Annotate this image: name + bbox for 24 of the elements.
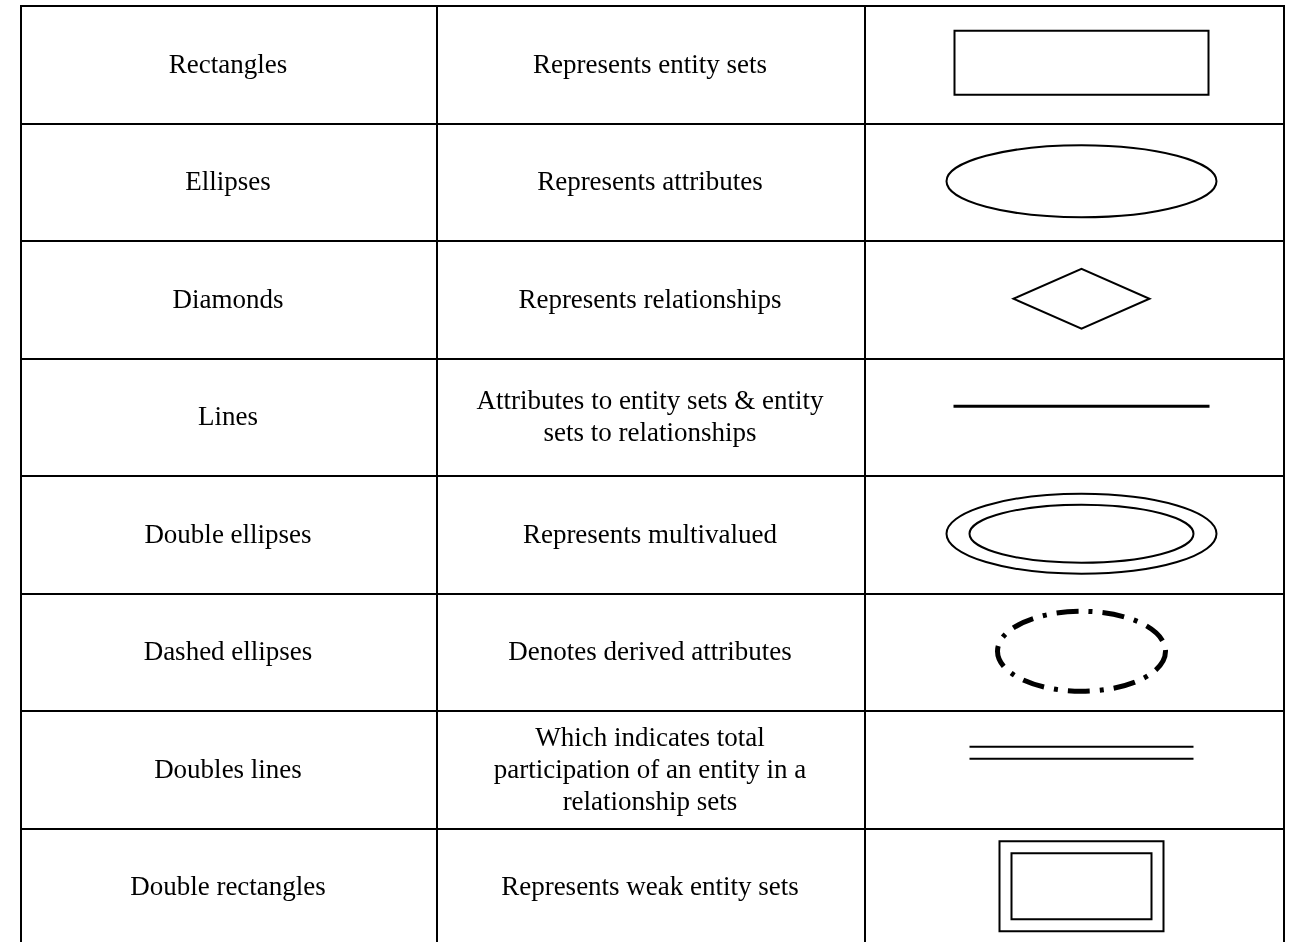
dashed-ellipse-symbol	[995, 608, 1168, 694]
term-text: Double ellipses	[144, 517, 312, 550]
description-text: Represents relationships	[518, 282, 782, 315]
description-text: Represents multivalued	[522, 517, 778, 550]
diamond-symbol	[1011, 267, 1152, 330]
description-text: Denotes derived attributes	[508, 635, 792, 668]
double-rectangle-symbol	[998, 840, 1165, 933]
double-ellipse-symbol	[945, 492, 1218, 575]
term-text: Ellipses	[185, 165, 271, 198]
term-text: Double rectangles	[130, 870, 326, 903]
description-text: Attributes to entity sets & entity sets to relationships	[475, 384, 825, 449]
description-text: Which indicates total participation of an entity in a relationship sets	[492, 720, 808, 817]
term-text: Dashed ellipses	[143, 635, 313, 668]
term-text: Diamonds	[172, 282, 284, 315]
rectangle-symbol	[953, 29, 1210, 96]
description-text: Represents entity sets	[533, 47, 767, 80]
term-text: Lines	[198, 400, 258, 433]
term-text: Rectangles	[168, 47, 288, 80]
ellipse-symbol	[945, 144, 1218, 219]
description-text: Represents attributes	[537, 165, 763, 198]
description-text: Represents weak entity sets	[501, 870, 799, 903]
double-line-symbol	[968, 745, 1195, 760]
line-symbol	[953, 404, 1210, 408]
term-text: Doubles lines	[154, 752, 302, 785]
